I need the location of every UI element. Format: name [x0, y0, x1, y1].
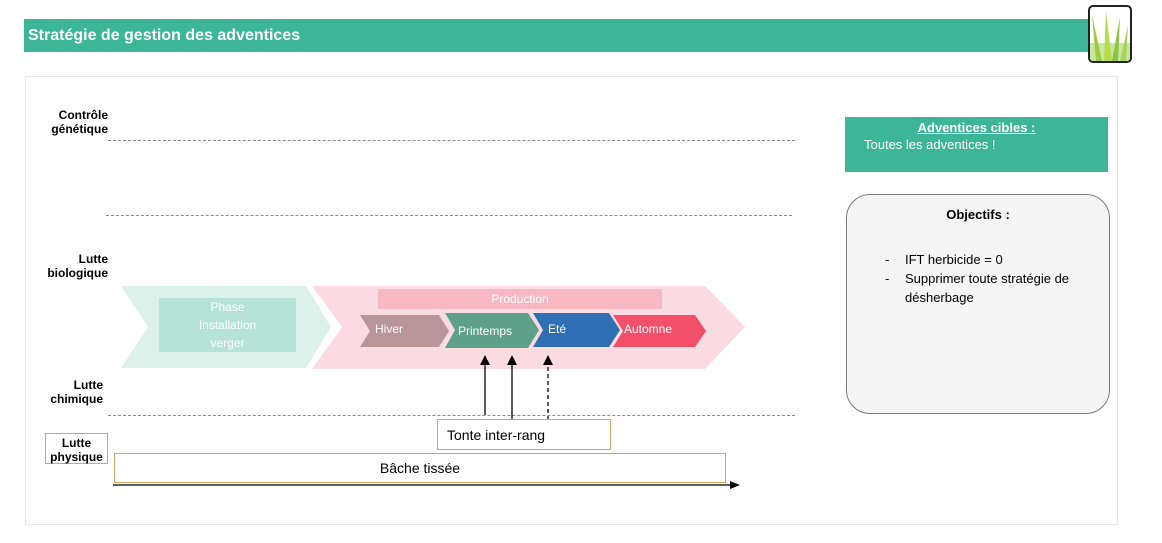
- season-label-automne: Automne: [624, 322, 673, 336]
- objectifs-item: -IFT herbicide = 0: [885, 252, 1003, 267]
- objectifs-box: Objectifs : -IFT herbicide = 0 -Supprime…: [846, 194, 1110, 414]
- cibles-box: Adventices cibles : Toutes les adventice…: [845, 117, 1108, 172]
- separator-line: [108, 140, 795, 141]
- grass-logo-icon: [1088, 5, 1132, 63]
- installation-box: [159, 298, 296, 352]
- cibles-value: Toutes les adventices !: [864, 137, 996, 152]
- season-chevron-printemps: [445, 313, 539, 348]
- season-chevron-hiver: [360, 315, 449, 347]
- season-chevron-automne: [613, 315, 706, 347]
- header-bar: [24, 19, 1090, 52]
- separator-line: [106, 215, 792, 216]
- objectifs-title: Objectifs :: [946, 207, 1010, 222]
- objectifs-item: -Supprimer toute stratégie de: [885, 271, 1070, 286]
- arrow-head: [543, 355, 553, 365]
- objectifs-list: -IFT herbicide = 0 -Supprimer toute stra…: [885, 250, 1069, 307]
- time-axis-arrowhead: [730, 481, 740, 489]
- separator-line: [108, 415, 795, 416]
- season-label-hiver: Hiver: [375, 322, 404, 336]
- bache-label: Bâche tissée: [379, 460, 461, 476]
- diagram-panel: [25, 76, 1118, 525]
- bache-box: Bâche tissée: [114, 453, 726, 483]
- arrow-head: [480, 355, 490, 365]
- season-label-ete: Eté: [548, 322, 567, 336]
- tonte-box: Tonte inter-rang: [437, 419, 611, 450]
- season-label-printemps: Printemps: [458, 324, 513, 338]
- season-chevron-ete: [533, 313, 620, 347]
- objectifs-item-continued: désherbage: [905, 290, 974, 305]
- production-label: Production: [491, 292, 549, 306]
- page-title: Stratégie de gestion des adventices: [28, 27, 301, 44]
- arrow-head: [507, 355, 517, 365]
- cibles-title: Adventices cibles :: [917, 120, 1036, 135]
- production-banner: [378, 289, 662, 309]
- installation-label: Phase Installation verger: [198, 300, 257, 350]
- tonte-label: Tonte inter-rang: [447, 427, 546, 443]
